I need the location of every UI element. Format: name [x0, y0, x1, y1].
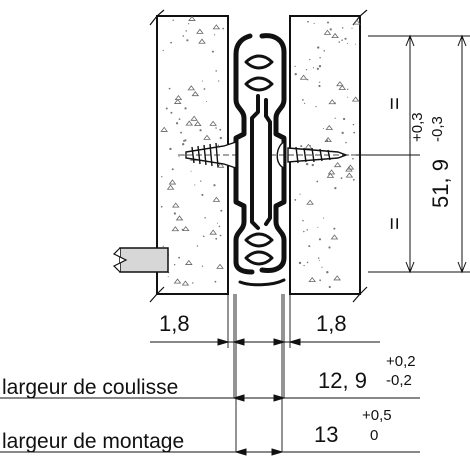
left-screw — [178, 141, 240, 169]
slide-width-tol-minus: -0,2 — [386, 372, 412, 389]
row-label-mount-width: largeur de montage — [2, 430, 184, 453]
extension-lines — [227, 294, 291, 452]
right-gap-value: 1,8 — [316, 311, 347, 336]
slide-width-value: 12, 9 — [318, 368, 367, 393]
left-gap-value: 1,8 — [159, 311, 190, 336]
height-dimension — [356, 34, 470, 274]
mount-width-tol-plus: +0,5 — [362, 407, 392, 424]
row-label-slide-width: largeur de coulisse — [2, 376, 178, 399]
height-label: 51, 9 +0,3 -0,3 — [409, 112, 453, 208]
slide-profile — [233, 33, 287, 287]
slide-width-tol-plus: +0,2 — [386, 353, 416, 370]
gap-dimensions — [150, 338, 380, 346]
height-tol-minus: -0,3 — [429, 116, 446, 142]
mount-width-tol-minus: 0 — [370, 427, 378, 444]
equal-mark-upper: = — [382, 97, 407, 110]
spacer-block — [112, 247, 169, 273]
equal-mark-lower: = — [382, 217, 407, 230]
right-screw — [270, 140, 356, 170]
right-panel-texture — [294, 19, 361, 289]
height-value: 51, 9 — [428, 159, 453, 208]
width-dimensions — [0, 394, 420, 456]
height-tol-plus: +0,3 — [409, 112, 426, 142]
mount-width-value: 13 — [314, 422, 338, 447]
